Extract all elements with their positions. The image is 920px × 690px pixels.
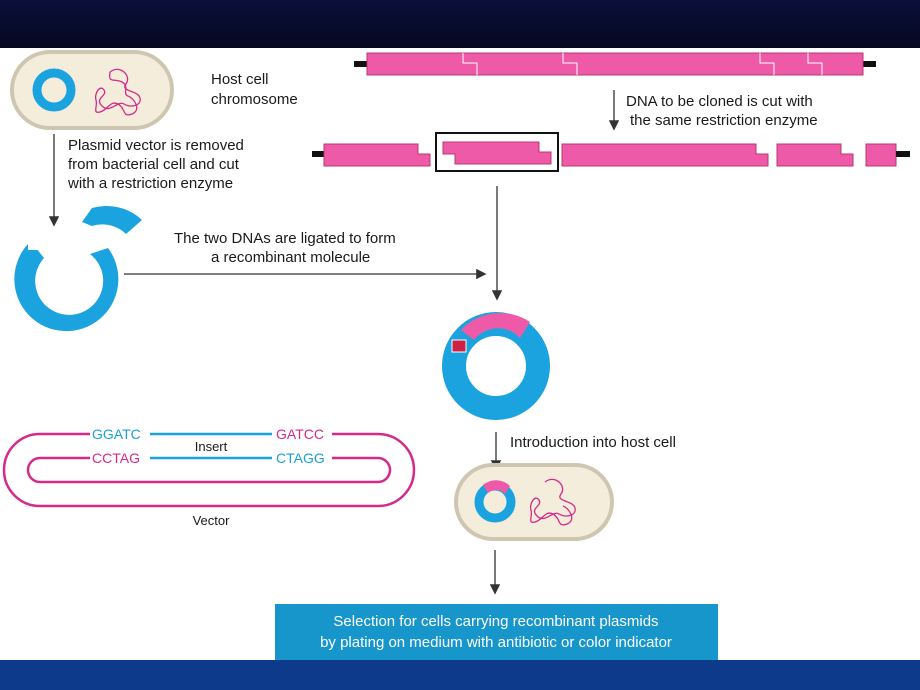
footer-bar	[0, 660, 920, 690]
seq-top-left: GGATC	[92, 426, 141, 442]
header-bar	[0, 0, 920, 48]
seq-bottom-right: CTAGG	[276, 450, 325, 466]
vector-label: Vector	[193, 513, 231, 528]
chromosome-squiggle	[94, 68, 141, 116]
plasmid-circle	[32, 68, 76, 112]
cut-plasmid	[14, 205, 142, 332]
plasmid-label-2: from bacterial cell and cut	[68, 156, 240, 173]
host-cell-label-2: chromosome	[211, 91, 298, 108]
host-cell-label-1: Host cell	[211, 71, 269, 88]
insert-label: Insert	[195, 439, 228, 454]
selected-fragment-box	[435, 132, 559, 172]
seq-top-right: GATCC	[276, 426, 324, 442]
host-cell	[10, 50, 174, 130]
dna-cut-label-1: DNA to be cloned is cut with	[626, 93, 813, 110]
introduction-label: Introduction into host cell	[510, 434, 676, 451]
seq-bottom-left: CCTAG	[92, 450, 140, 466]
plasmid-label-1: Plasmid vector is removed	[68, 137, 244, 154]
selection-label-2: by plating on medium with antibiotic or …	[320, 634, 672, 651]
dna-fragments	[312, 132, 910, 172]
ligate-label-2: a recombinant molecule	[211, 249, 370, 266]
sequence-detail	[2, 432, 416, 508]
recombinant-plasmid	[442, 312, 550, 420]
plasmid-label-3: with a restriction enzyme	[67, 175, 233, 192]
dna-strand-uncut	[354, 52, 876, 76]
dna-cut-label-2: the same restriction enzyme	[630, 112, 818, 129]
selection-box	[275, 604, 718, 660]
ligate-label-1: The two DNAs are ligated to form	[174, 230, 396, 247]
host-cell-recombinant	[454, 463, 614, 541]
selection-label-1: Selection for cells carrying recombinant…	[333, 613, 658, 630]
